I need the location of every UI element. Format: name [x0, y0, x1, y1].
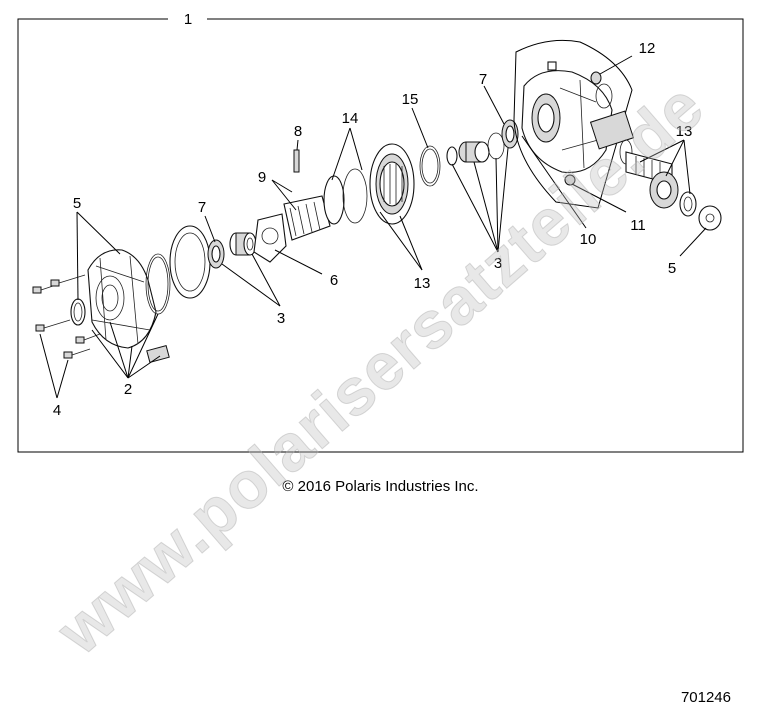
callout-12: 12 [639, 40, 656, 57]
callout-11: 11 [630, 217, 646, 234]
callout-9: 9 [258, 169, 266, 186]
diagram-frame [17, 18, 744, 453]
callout-10: 10 [580, 231, 597, 248]
callout-8: 8 [294, 123, 302, 140]
clutch-plates [323, 168, 368, 225]
plug [564, 174, 576, 186]
o-ring-right [595, 83, 613, 109]
spacer-left [229, 232, 257, 256]
armature-plate [253, 213, 287, 263]
callout-1: 1 [184, 11, 192, 28]
callout-5-right: 5 [668, 260, 676, 277]
leader-lines [39, 55, 707, 399]
callout-6: 6 [330, 272, 338, 289]
bearing-output [649, 171, 679, 209]
callout-13-right: 13 [676, 123, 693, 140]
parts-artwork [32, 39, 722, 363]
cover-housing [87, 249, 170, 363]
o-ring-left [145, 253, 171, 315]
callout-15: 15 [402, 91, 419, 108]
bearing-right [501, 119, 519, 149]
bushing [590, 71, 602, 85]
ring-plate [169, 225, 211, 299]
bearing-left [207, 239, 225, 269]
copyright-notice: © 2016 Polaris Industries Inc. [282, 478, 479, 495]
callout-3-right: 3 [494, 255, 502, 272]
callout-5-left: 5 [73, 195, 81, 212]
bolts-group [32, 274, 101, 359]
callout-7-right: 7 [479, 71, 487, 88]
ring-gear-center [369, 143, 415, 225]
callout-4: 4 [53, 402, 61, 419]
callouts: 1 2 3 3 4 5 5 6 7 7 8 9 10 11 12 13 13 1… [53, 11, 693, 419]
callout-3-left: 3 [277, 310, 285, 327]
pin [293, 149, 300, 173]
spacer-right [446, 132, 505, 166]
roll-cage [283, 195, 331, 241]
main-housing [513, 39, 635, 209]
seal-output [679, 191, 697, 217]
callout-2: 2 [124, 381, 132, 398]
o-ring-center [419, 145, 441, 187]
callout-14: 14 [342, 110, 359, 127]
callout-13-center: 13 [414, 275, 431, 292]
washer-right [698, 205, 722, 231]
callout-7-left: 7 [198, 199, 206, 216]
drawing-number: 701246 [680, 689, 731, 706]
